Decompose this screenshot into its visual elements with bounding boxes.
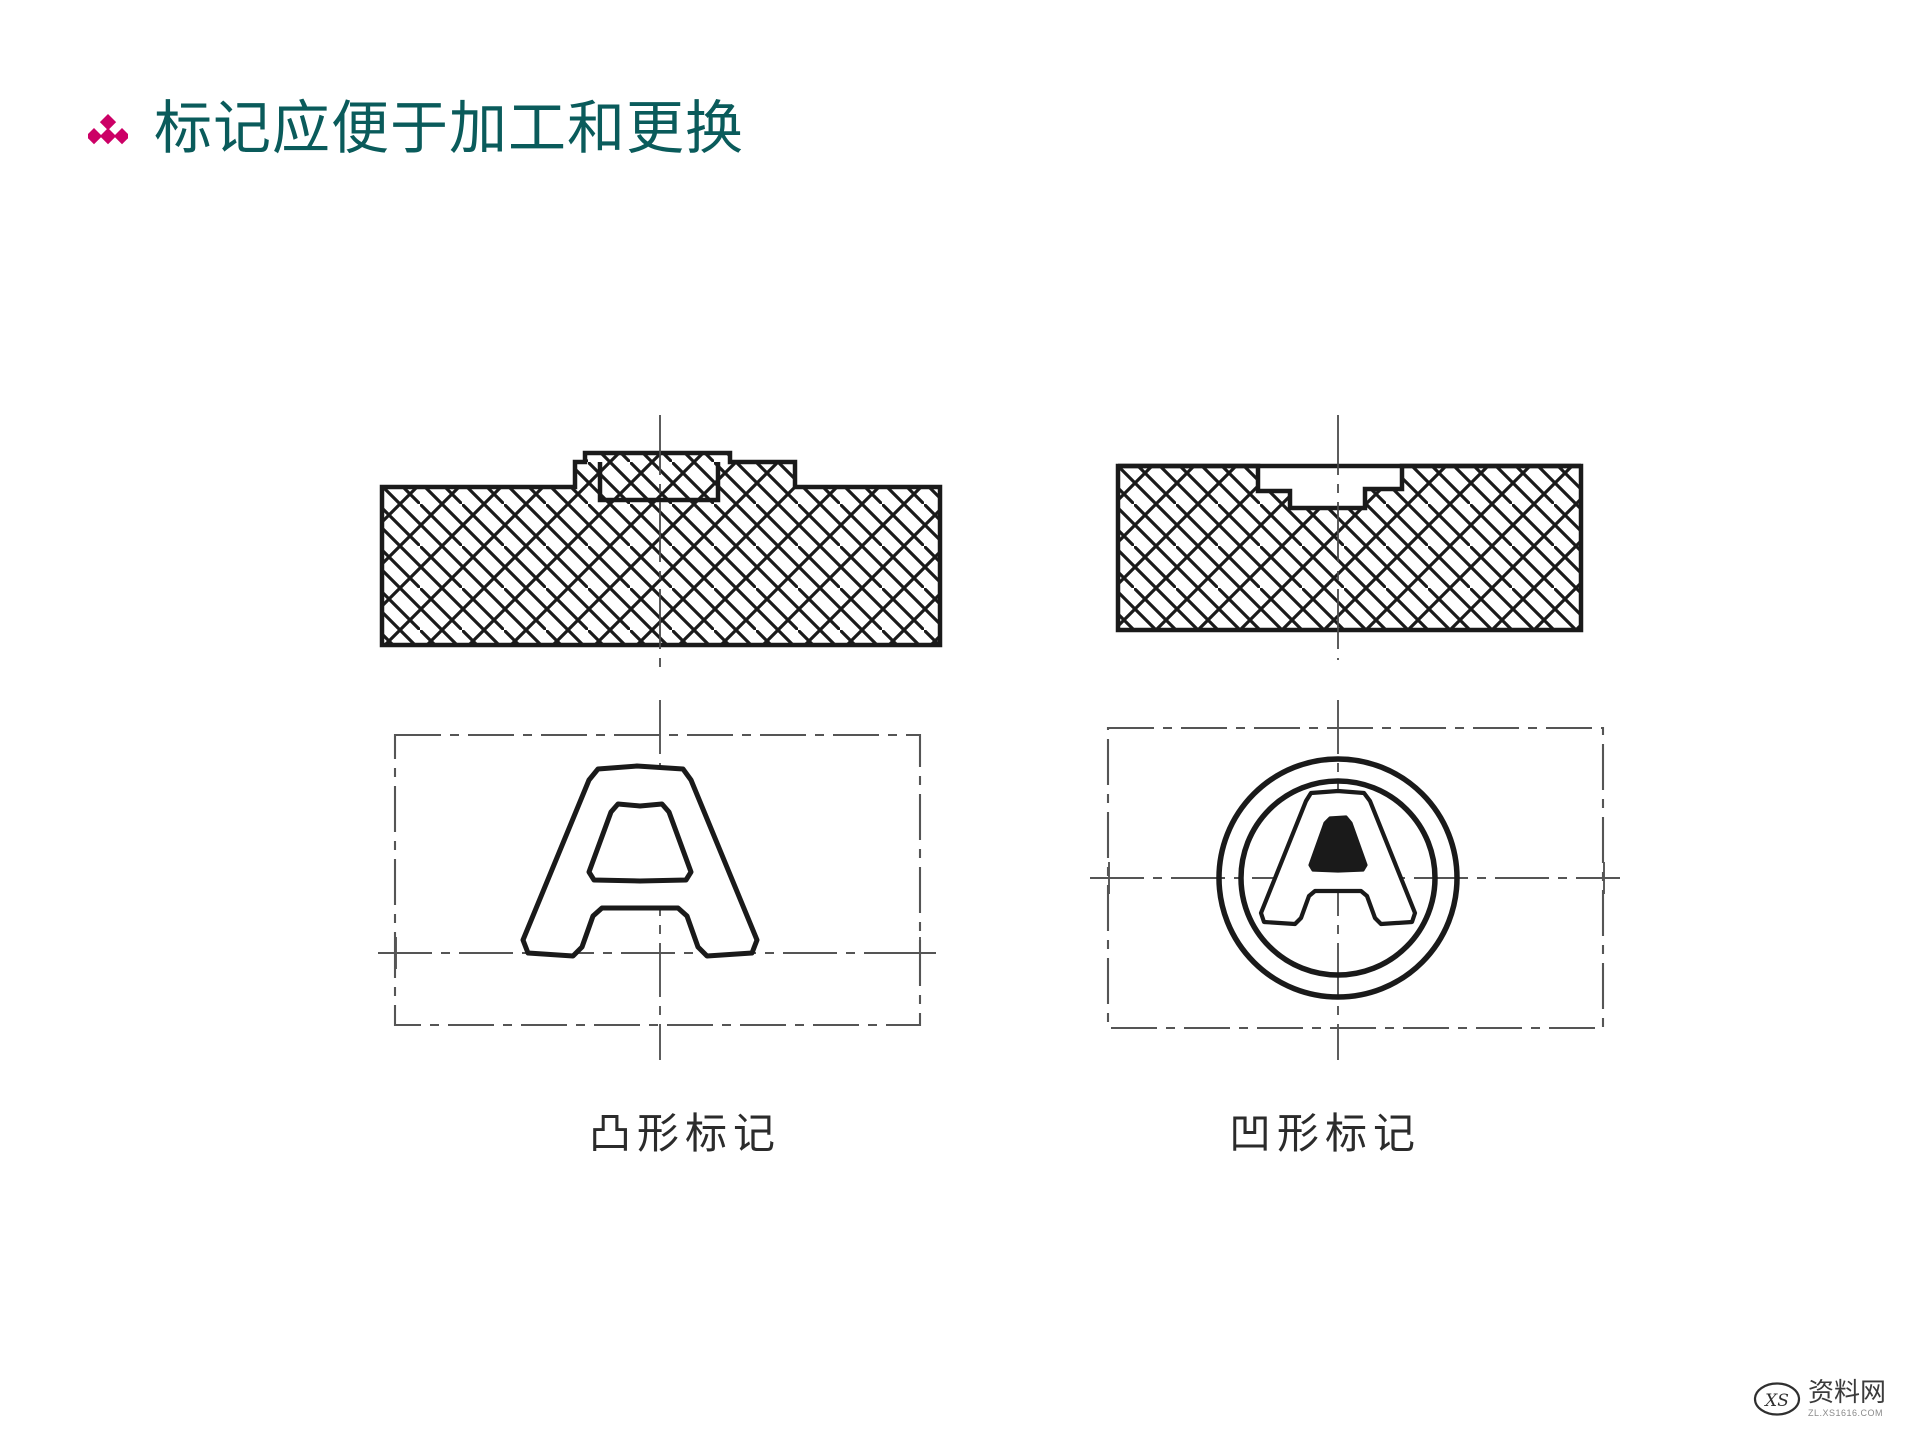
concave-letter-a-counter-filled bbox=[1308, 815, 1368, 873]
watermark: XS 资料网 ZL.XS1616.COM bbox=[1753, 1380, 1886, 1418]
slide-title-row: 标记应便于加工和更换 bbox=[88, 98, 744, 159]
concave-section-hatch bbox=[1118, 466, 1581, 630]
concave-inner-circle bbox=[1238, 778, 1438, 978]
watermark-main-text: 资料网 bbox=[1807, 1378, 1886, 1408]
convex-section-view bbox=[379, 415, 943, 670]
convex-marking-caption: 凸形标记 bbox=[589, 1109, 782, 1158]
convex-marking-figure bbox=[378, 415, 943, 1060]
concave-plan-view bbox=[1090, 700, 1620, 1060]
diamond-cluster-bullet-icon bbox=[88, 114, 128, 145]
watermark-text-wrap: 资料网 ZL.XS1616.COM bbox=[1808, 1380, 1886, 1418]
svg-text:XS: XS bbox=[1763, 1391, 1789, 1411]
concave-section-view bbox=[1115, 415, 1584, 660]
letter-a-counter-path bbox=[586, 801, 694, 884]
concave-letter-a-glyph bbox=[1258, 788, 1418, 927]
xs-logo-icon: XS bbox=[1753, 1382, 1801, 1416]
concave-marking-caption: 凹形标记 bbox=[1229, 1109, 1422, 1158]
watermark-sub-text: ZL.XS1616.COM bbox=[1807, 1408, 1884, 1418]
concave-plan-tick-right bbox=[1588, 862, 1620, 894]
concave-marking-figure bbox=[1090, 415, 1620, 1060]
convex-section-hatch bbox=[382, 453, 940, 645]
convex-section-outline bbox=[379, 450, 943, 648]
convex-plan-tick-right bbox=[904, 937, 936, 969]
concave-section-outline bbox=[1115, 463, 1584, 633]
convex-plan-tick-left bbox=[380, 937, 412, 969]
convex-letter-a-glyph bbox=[520, 763, 760, 959]
page-title: 标记应便于加工和更换 bbox=[154, 94, 745, 162]
concave-plan-tick-left bbox=[1093, 862, 1125, 894]
convex-plan-view bbox=[378, 700, 938, 1060]
concave-outer-circle bbox=[1216, 756, 1460, 1000]
convex-plan-boundary bbox=[393, 733, 922, 1027]
convex-insert-outline bbox=[597, 462, 721, 503]
